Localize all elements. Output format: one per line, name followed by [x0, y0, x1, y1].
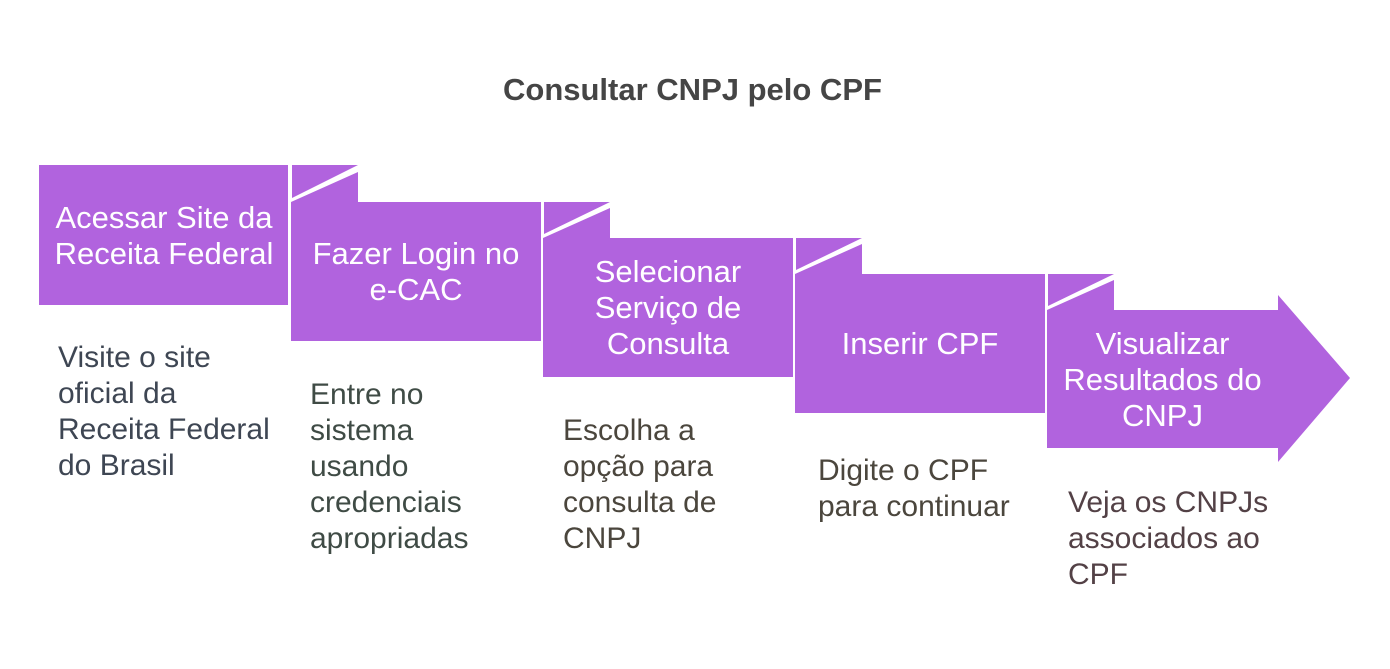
step-4-shape — [795, 244, 1045, 413]
step-4-description: Digite o CPF para continuar — [818, 454, 1010, 523]
step-3-shape — [543, 208, 793, 377]
fold-3-shape — [796, 238, 862, 270]
step-5-description: Veja os CNPJs associados ao CPF — [1068, 486, 1269, 591]
step-2-shape — [291, 172, 541, 341]
step-3-label: Selecionar Serviço de Consulta — [594, 253, 742, 361]
step-2-label: Fazer Login no e-CAC — [312, 235, 520, 307]
fold-4-shape — [1048, 274, 1114, 306]
fold-2-shape — [544, 202, 610, 234]
step-1-description: Visite o site oficial da Receita Federal… — [58, 341, 270, 482]
step-2-description: Entre no sistema usando credenciais apro… — [310, 378, 469, 555]
step-3-description: Escolha a opção para consulta de CNPJ — [563, 414, 717, 555]
step-5-arrow-shape — [1047, 280, 1350, 462]
diagram-title: Consultar CNPJ pelo CPF — [503, 72, 882, 107]
step-1-label: Acessar Site da Receita Federal — [54, 199, 274, 271]
step-4-label: Inserir CPF — [841, 325, 999, 361]
fold-1-shape — [292, 165, 358, 198]
step-5-label: Visualizar Resultados do CNPJ — [1063, 325, 1262, 433]
step-1-shape — [39, 165, 288, 305]
